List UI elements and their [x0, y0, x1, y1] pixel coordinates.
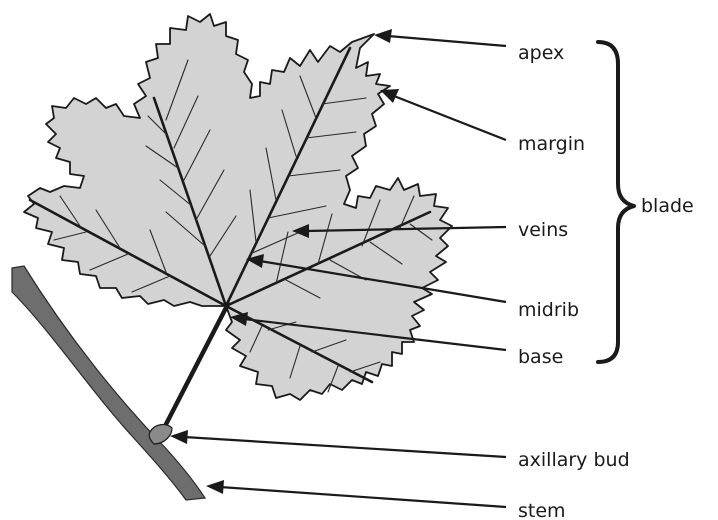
arrow-stem-head	[206, 480, 224, 494]
label-veins: veins	[518, 219, 568, 241]
label-margin: margin	[518, 133, 585, 155]
leaf-blade	[24, 14, 452, 400]
label-blade: blade	[641, 195, 694, 217]
arrow-axillary-bud-head	[170, 430, 188, 444]
label-apex: apex	[518, 42, 564, 64]
arrow-apex	[388, 36, 506, 46]
arrow-apex-head	[374, 29, 392, 43]
label-stem: stem	[518, 500, 566, 520]
arrow-margin	[394, 96, 506, 140]
petiole	[162, 304, 228, 432]
arrow-stem	[220, 487, 506, 507]
label-base: base	[518, 346, 563, 368]
arrow-axillary-bud	[184, 437, 506, 457]
label-axillary-bud: axillary bud	[518, 449, 630, 471]
label-midrib: midrib	[518, 299, 579, 321]
blade-brace	[598, 42, 634, 362]
axillary-bud	[149, 425, 172, 444]
